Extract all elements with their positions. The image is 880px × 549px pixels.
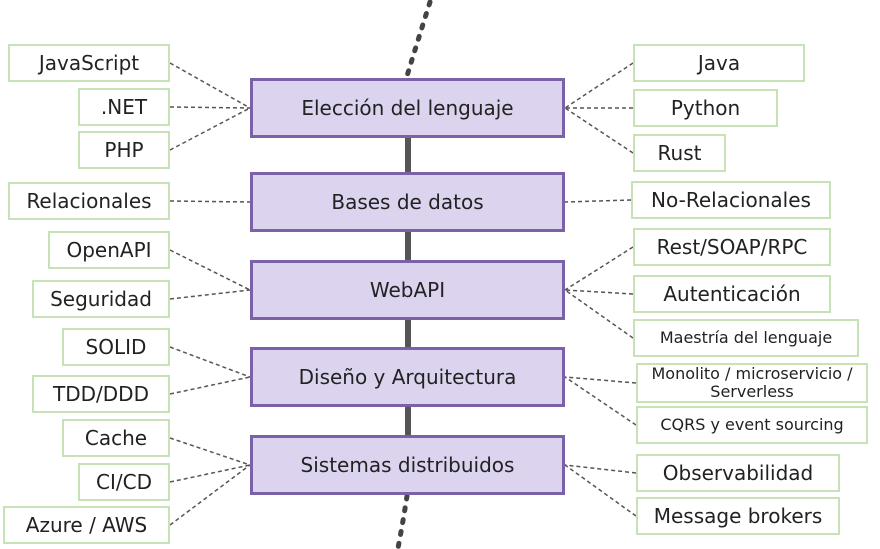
dashed-connector [564, 199, 632, 203]
dashed-connector [169, 437, 251, 466]
dashed-connector [564, 464, 637, 474]
leaf-dotnet: .NET [78, 88, 170, 126]
stage-box-webapi: WebAPI [250, 260, 565, 320]
leaf-azure-aws: Azure / AWS [3, 506, 170, 544]
dashed-connector [169, 346, 251, 378]
dashed-connector [169, 376, 251, 395]
dashed-connector [169, 464, 251, 526]
leaf-autenticacion: Autenticación [633, 275, 831, 313]
leaf-rest-soap-rpc: Rest/SOAP/RPC [633, 228, 831, 266]
stage-box-sistemas-distribuidos: Sistemas distribuidos [250, 435, 565, 495]
dotted-arc-top [404, 0, 433, 79]
leaf-rust: Rust [633, 134, 726, 172]
dashed-connector [169, 200, 251, 203]
leaf-javascript: JavaScript [8, 44, 170, 82]
dashed-connector [564, 107, 634, 154]
stage-box-diseno-arquitectura: Diseño y Arquitectura [250, 347, 565, 407]
dashed-connectors [169, 62, 637, 526]
dashed-connector [564, 376, 637, 426]
dashed-connector [564, 62, 634, 109]
dashed-connector [564, 246, 634, 291]
dashed-connector [564, 464, 637, 517]
leaf-ci-cd: CI/CD [78, 463, 170, 501]
leaf-relacionales: Relacionales [8, 182, 170, 220]
stage-box-eleccion-lenguaje: Elección del lenguaje [250, 78, 565, 138]
dashed-connector [169, 289, 251, 300]
leaf-java: Java [633, 44, 805, 82]
leaf-no-relacionales: No-Relacionales [631, 181, 831, 219]
dashed-connector [169, 106, 251, 109]
leaf-php: PHP [78, 131, 170, 169]
leaf-observabilidad: Observabilidad [636, 454, 840, 492]
dashed-connector [169, 62, 251, 109]
leaf-seguridad: Seguridad [32, 280, 170, 318]
leaf-tdd-ddd: TDD/DDD [32, 375, 170, 413]
dashed-connector [564, 289, 634, 295]
leaf-openapi: OpenAPI [48, 231, 170, 269]
leaf-python: Python [633, 89, 778, 127]
leaf-solid: SOLID [62, 328, 170, 366]
dashed-connector [564, 376, 637, 384]
leaf-message-brokers: Message brokers [636, 497, 840, 535]
dashed-connector [169, 249, 251, 291]
dashed-connector [169, 107, 251, 151]
dashed-connector [564, 289, 634, 339]
leaf-cache: Cache [62, 419, 170, 457]
leaf-maestria-lenguaje: Maestría del lenguaje [633, 319, 859, 357]
stage-box-bases-datos: Bases de datos [250, 172, 565, 232]
dotted-arc-bottom [395, 493, 410, 549]
leaf-monolito-microservicio-serverless: Monolito / microservicio / Serverless [636, 363, 868, 403]
leaf-cqrs-event-sourcing: CQRS y event sourcing [636, 406, 868, 444]
